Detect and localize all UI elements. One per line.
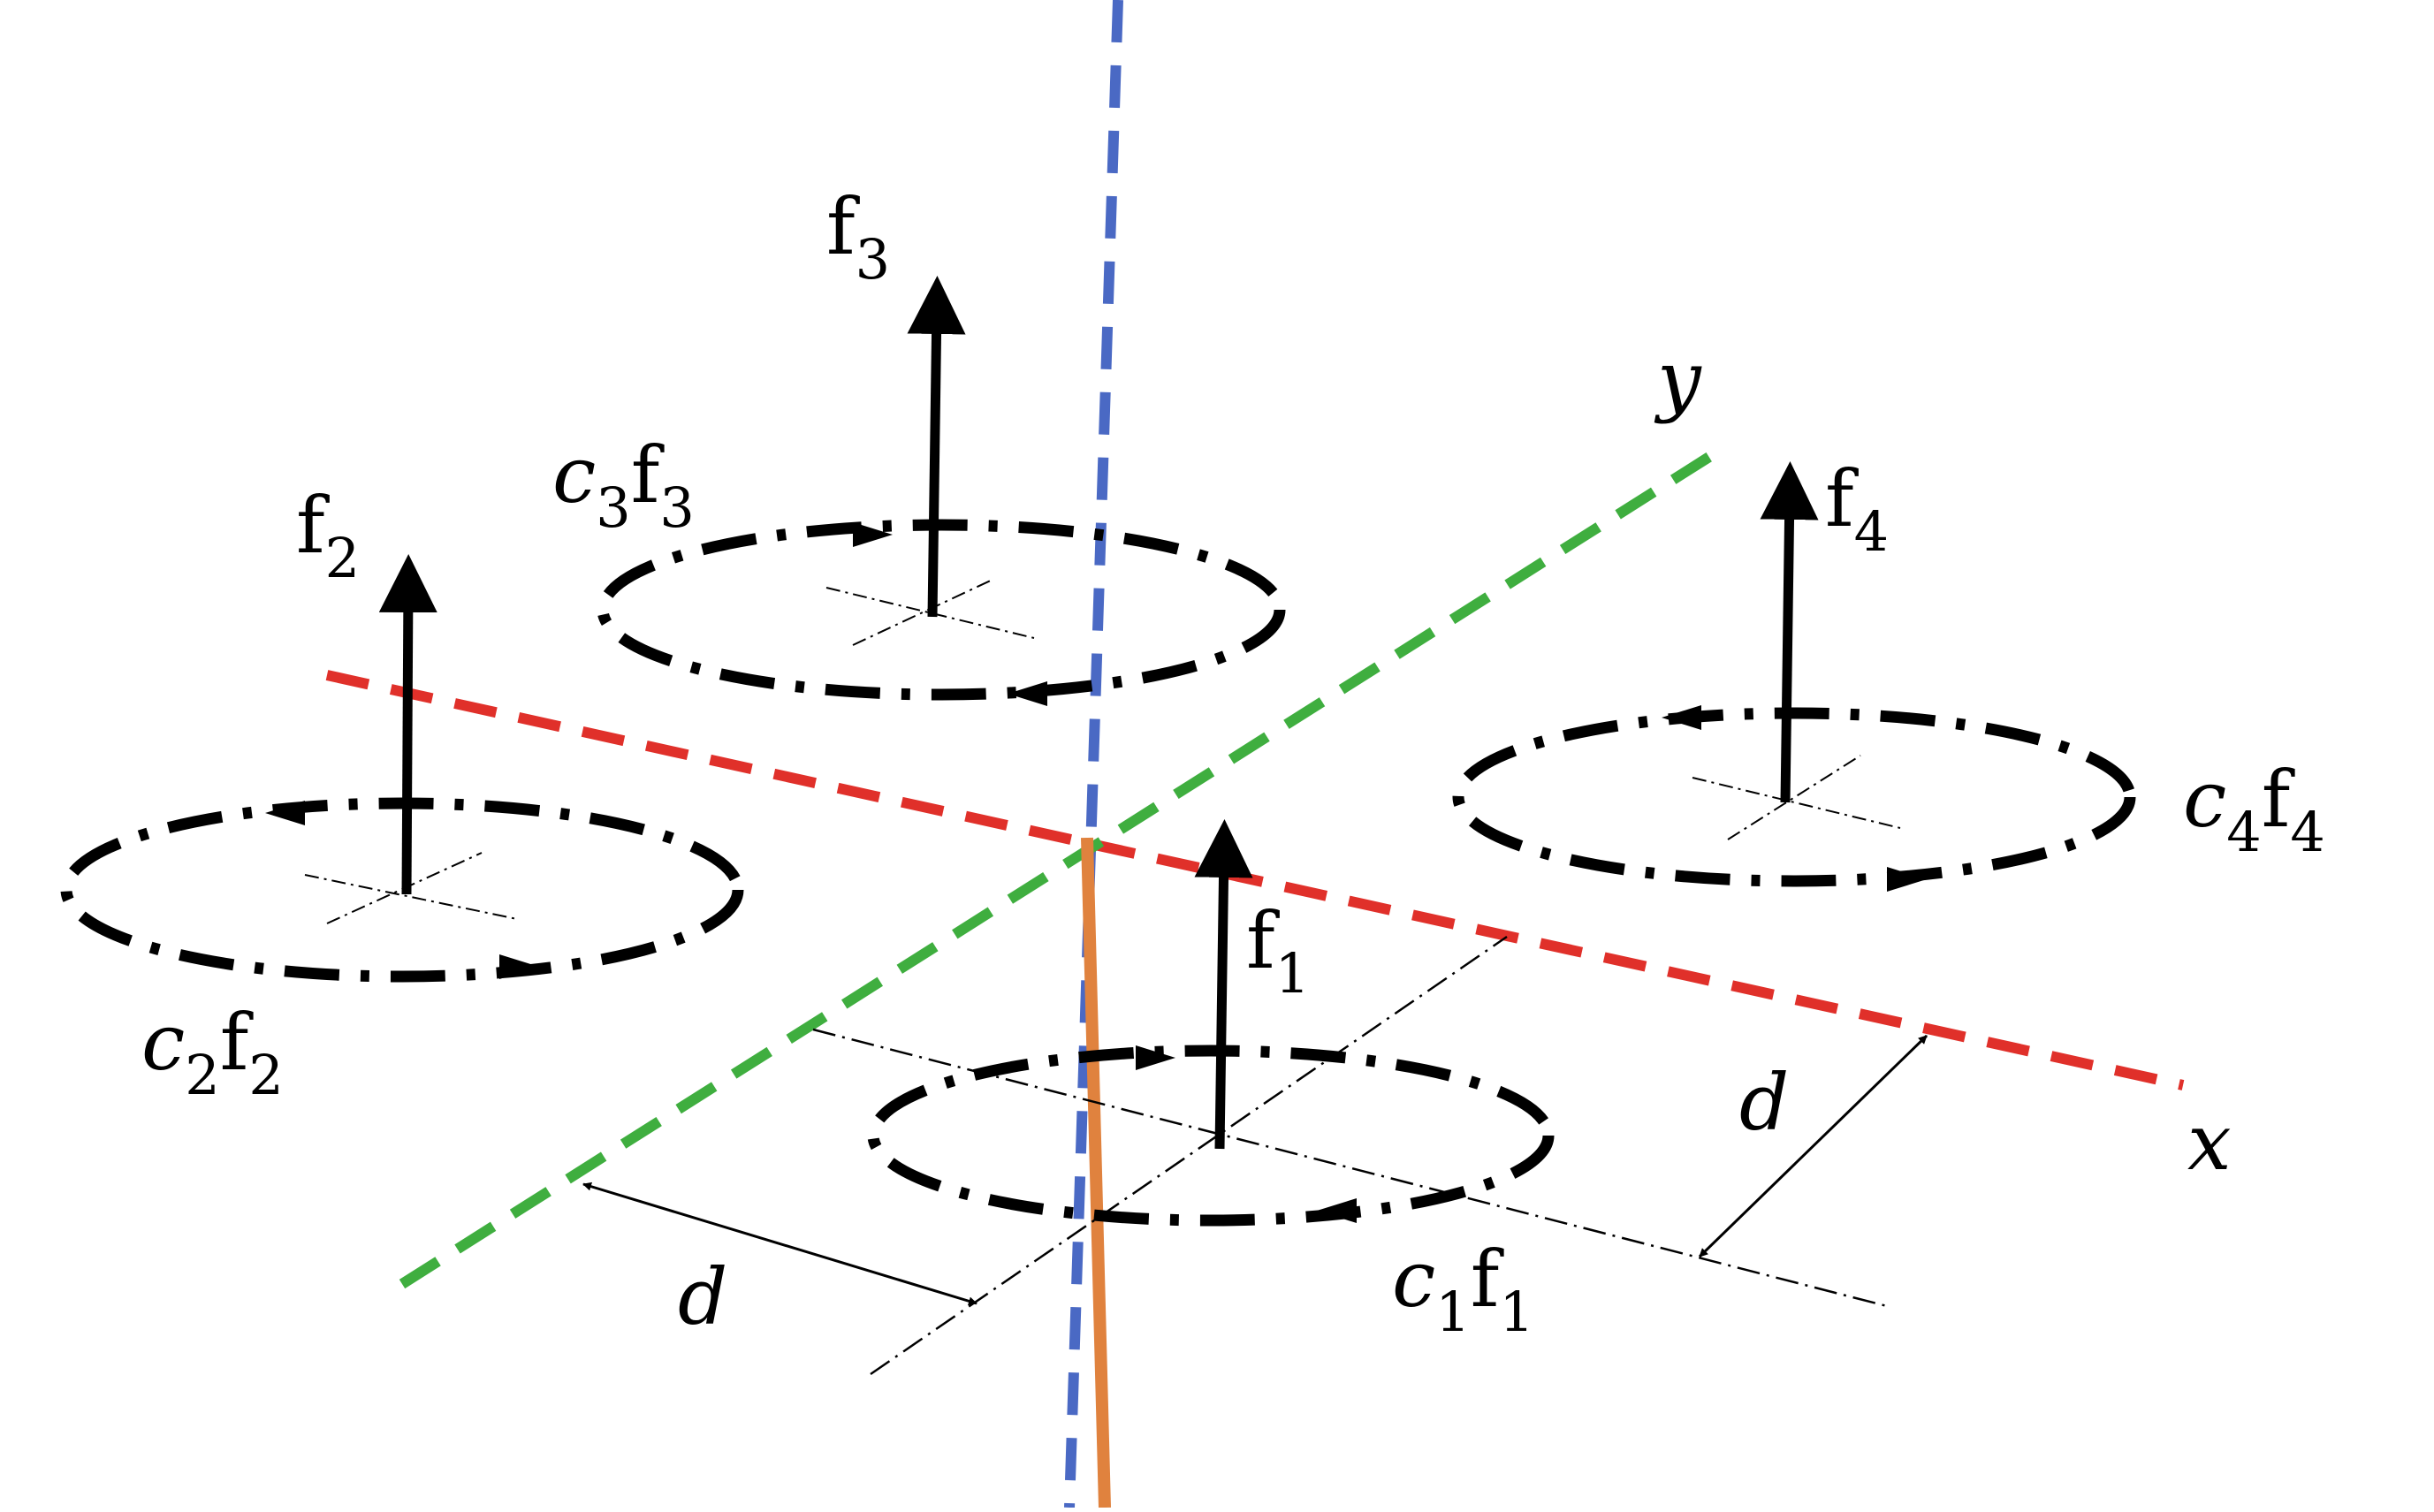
rotor-ring [1452, 707, 2136, 887]
force-label-f3: f3 [826, 181, 890, 292]
rotor-hub-cross [304, 874, 518, 920]
rotor-2 [60, 554, 744, 983]
dimension-arrow-d [1698, 1034, 1928, 1258]
thrust-arrow [1194, 819, 1253, 1150]
x-axis-dashed-line [325, 670, 2185, 1090]
spin-arrow-icon [499, 954, 539, 979]
tether-line [1081, 837, 1111, 1508]
z-axis-dashed-line [1064, 0, 1123, 1508]
torque-label-c2f2: c2f2 [141, 997, 284, 1107]
y-axis-label: y [1654, 334, 1702, 425]
rotor-3 [597, 276, 1286, 706]
thrust-arrow [378, 554, 437, 895]
rotor-1 [867, 819, 1555, 1227]
thrust-arrow [1760, 461, 1819, 803]
spin-arrow-icon [1008, 681, 1047, 706]
construction-line [812, 1028, 1888, 1308]
rotor-hub-cross [852, 578, 995, 646]
rotor-hub-cross [1727, 755, 1861, 840]
rotor-4 [1452, 461, 2136, 892]
spin-arrow-icon [1887, 867, 1927, 892]
spin-arrow-icon [1662, 705, 1701, 730]
torque-label-c1f1: c1f1 [1392, 1234, 1534, 1344]
rotor-ring [867, 1045, 1555, 1227]
torque-label-c3f3: c3f3 [552, 429, 695, 540]
spin-arrow-icon [853, 522, 893, 547]
spin-arrow-icon [265, 801, 305, 825]
spin-arrow-icon [1136, 1045, 1175, 1070]
dimension-label-d: d [678, 1251, 727, 1342]
dimension-arrow-d [582, 1181, 977, 1306]
force-label-f2: f2 [296, 480, 360, 590]
force-label-f4: f4 [1825, 453, 1889, 564]
x-axis-label: x [2187, 1097, 2232, 1188]
dimension-label-d: d [1739, 1057, 1789, 1148]
rotor-ring [60, 797, 744, 983]
rotor-hub-cross [825, 587, 1035, 639]
torque-label-c4f4: c4f4 [2183, 754, 2325, 864]
thrust-arrow [907, 276, 966, 618]
rotor-ring [597, 519, 1286, 701]
spin-arrow-icon [1317, 1198, 1357, 1223]
y-axis-dashed-line [399, 445, 1723, 1289]
force-label-f1: f1 [1246, 895, 1310, 1006]
rotor-hub-cross [1692, 777, 1901, 829]
